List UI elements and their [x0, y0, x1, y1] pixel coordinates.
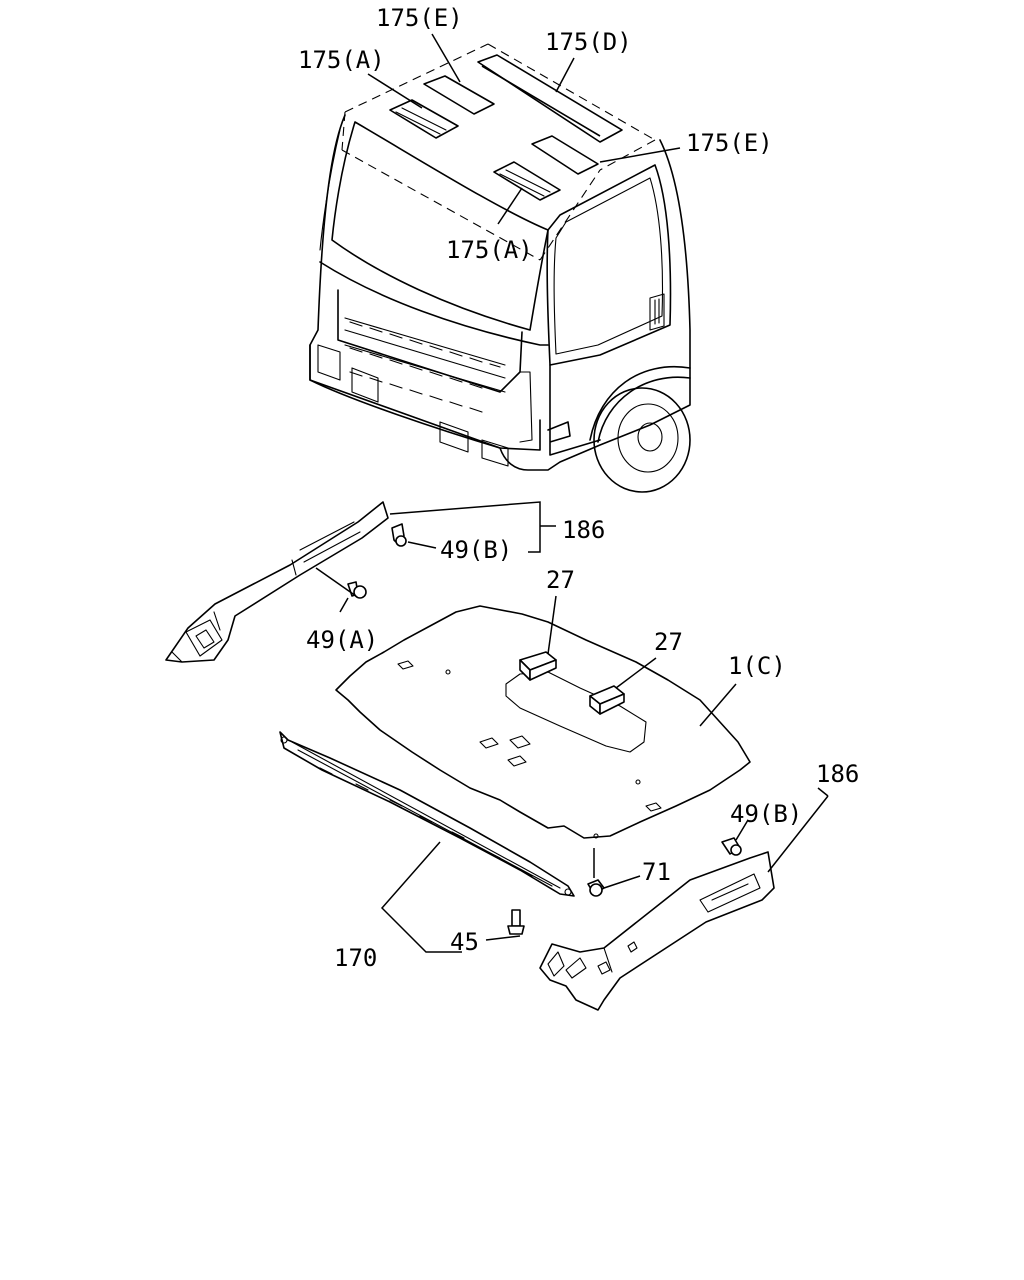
clip-49a: [347, 581, 367, 599]
headliner-panel: [335, 605, 751, 897]
truck-cab: [309, 43, 691, 493]
clip-49b-left: [391, 523, 407, 547]
label-175e-top: 175(E): [376, 4, 463, 32]
pad-27-a: [519, 651, 557, 681]
label-1c: 1(C): [728, 652, 786, 680]
label-49b-left: 49(B): [440, 536, 512, 564]
left-pillar-trim: [165, 501, 407, 663]
front-wheel: [589, 366, 691, 493]
label-71: 71: [642, 858, 671, 886]
label-27-top: 27: [546, 566, 575, 594]
roof-pads: [389, 54, 623, 201]
label-45: 45: [450, 928, 479, 956]
grille: [349, 321, 501, 413]
screw-45: [507, 909, 525, 935]
label-175d: 175(D): [545, 28, 632, 56]
front-header-trim: [279, 731, 575, 935]
label-175a-mid: 175(A): [446, 236, 533, 264]
callout-labels: 175(E) 175(D) 175(A) 175(E) 175(A) 186 4…: [298, 4, 859, 972]
label-27-mid: 27: [654, 628, 683, 656]
label-49b-right: 49(B): [730, 800, 802, 828]
label-170: 170: [334, 944, 377, 972]
label-175a-top: 175(A): [298, 46, 385, 74]
leader-lines: [315, 33, 829, 953]
clip-71: [587, 879, 605, 897]
pad-27-b: [589, 685, 625, 715]
label-186-right: 186: [816, 760, 859, 788]
label-186-left: 186: [562, 516, 605, 544]
clip-49b-right: [721, 837, 742, 856]
label-49a: 49(A): [306, 626, 378, 654]
label-175e-right: 175(E): [686, 129, 773, 157]
right-pillar-trim: [539, 837, 775, 1011]
